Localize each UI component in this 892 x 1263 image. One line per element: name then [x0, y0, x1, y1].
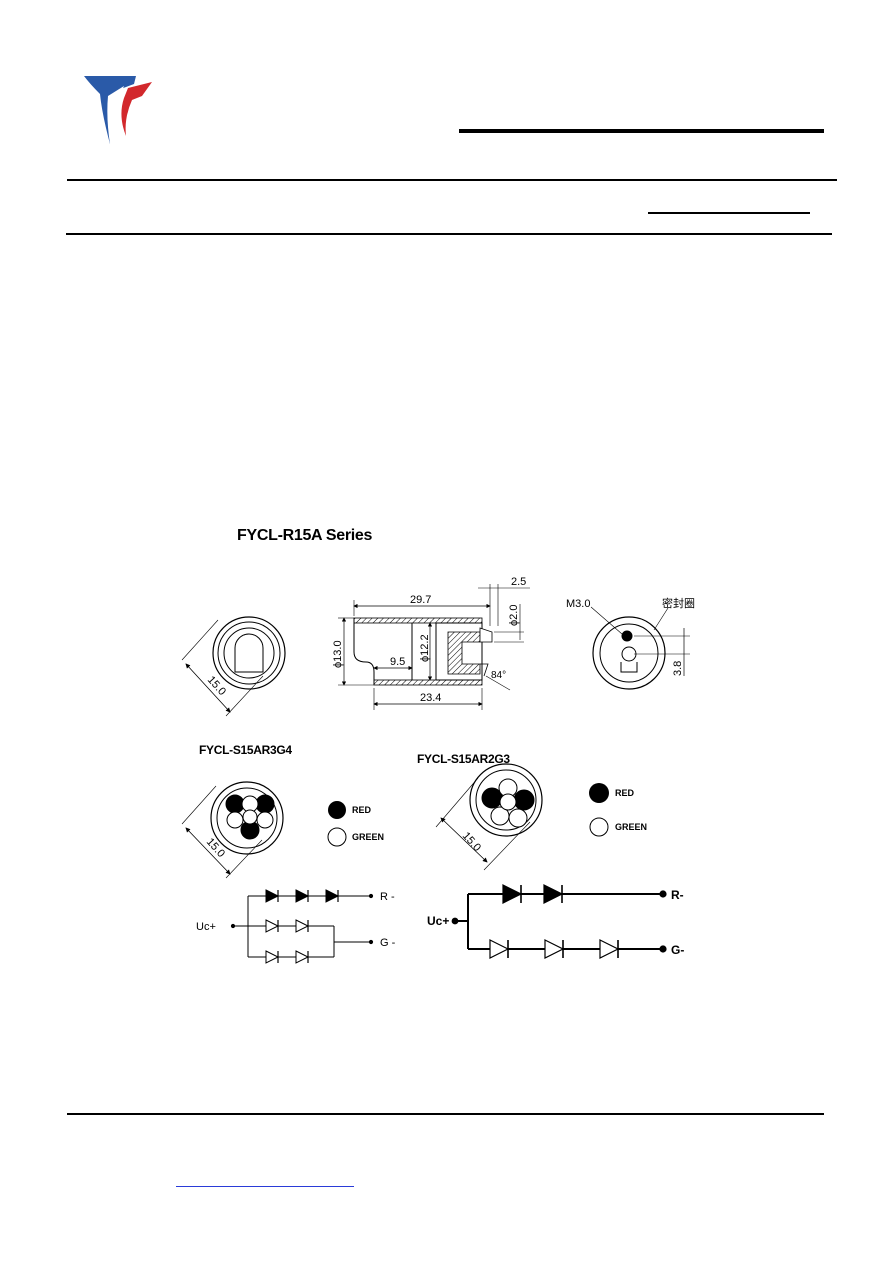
variant-b-dim: 15.0	[460, 830, 483, 854]
rear-view	[590, 606, 690, 690]
legend-b-red: RED	[615, 788, 635, 798]
circuit-b-red-out: R-	[671, 888, 684, 902]
legend-b-green: GREEN	[615, 822, 647, 832]
dim-body-dia: ϕ13.0	[332, 640, 344, 668]
footer-link-underline[interactable]	[176, 1186, 354, 1187]
circuit-a-green-out: G -	[380, 937, 396, 949]
footer-rule	[67, 1113, 824, 1115]
dim-angle: 84°	[491, 670, 506, 681]
variant-a-title: FYCL-S15AR3G4	[199, 743, 292, 757]
side-section	[338, 584, 530, 710]
circuit-b-supply: Uc+	[427, 914, 449, 928]
dim-length-total: 29.7	[410, 594, 431, 606]
dim-face-dia: 15.0	[205, 674, 228, 698]
header-rule-top	[67, 179, 837, 181]
legend-b-green-dot	[589, 817, 609, 837]
circuit-b-green-out: G-	[671, 943, 684, 957]
company-logo-icon	[84, 76, 152, 144]
dim-offset: 3.8	[672, 661, 684, 676]
circuit-b	[451, 890, 667, 953]
dim-seal: 密封圈	[662, 596, 695, 610]
dim-lens-len: 2.5	[511, 576, 526, 588]
header-rule-short	[648, 212, 810, 214]
circuit-a-red-out: R -	[380, 891, 395, 903]
dim-lens-dia: ϕ2.0	[508, 605, 520, 626]
dim-step-len: 9.5	[390, 656, 405, 668]
dim-body-len: 23.4	[420, 692, 441, 704]
dim-inner-dia: ϕ12.2	[419, 634, 431, 662]
variant-a-dim: 15.0	[204, 836, 227, 860]
legend-a-red: RED	[352, 805, 372, 815]
circuit-a	[230, 893, 374, 958]
header-bar	[459, 129, 824, 133]
circuit-a-supply: Uc+	[196, 921, 216, 933]
front-view	[181, 616, 286, 717]
variant-b-led-face	[435, 763, 543, 871]
legend-b-red-dot	[589, 783, 609, 803]
variant-b-title: FYCL-S15AR2G3	[417, 752, 510, 766]
dim-thread: M3.0	[566, 598, 590, 610]
drawing-title: FYCL-R15A Series	[237, 527, 373, 544]
legend-a-red-dot	[328, 801, 346, 819]
legend-a-green-dot	[327, 827, 347, 847]
variant-a-led-face	[181, 781, 284, 879]
legend-a-green: GREEN	[352, 832, 384, 842]
header-rule-bottom	[66, 233, 832, 235]
